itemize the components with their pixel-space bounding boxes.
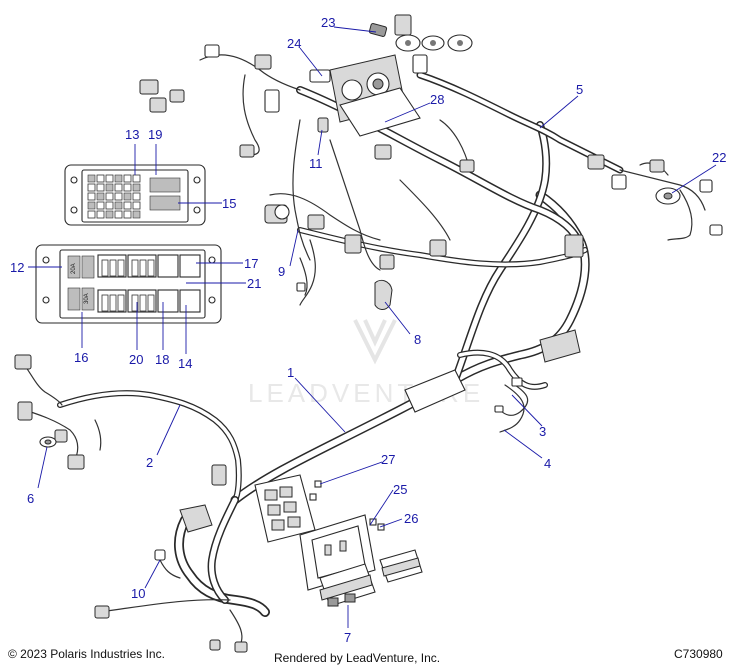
relay-pin-slot xyxy=(139,259,147,277)
callout-12: 12 xyxy=(10,260,24,275)
fuse-slot xyxy=(105,201,114,210)
fuse-slot xyxy=(105,192,114,201)
fuse-slot xyxy=(105,210,114,219)
fuse-box-lower: 20A 30A xyxy=(35,244,222,324)
fuse-slot xyxy=(132,210,141,219)
fuse-slot xyxy=(114,201,123,210)
fuse-slot xyxy=(114,174,123,183)
callout-24: 24 xyxy=(287,36,301,51)
fuse-box-upper xyxy=(64,164,206,226)
fuse-slot xyxy=(87,192,96,201)
fuse-slot xyxy=(96,183,105,192)
upper-connectors xyxy=(139,14,723,270)
fuse-slot xyxy=(96,201,105,210)
relay-pin-slot xyxy=(117,259,125,277)
bulkhead-plate xyxy=(329,54,421,137)
callout-6: 6 xyxy=(27,491,34,506)
relay-pin-slot xyxy=(131,259,139,277)
callout-19: 19 xyxy=(148,127,162,142)
fuse-slot xyxy=(123,210,132,219)
fuse-label-30a: 30A xyxy=(84,293,90,304)
callout-25: 25 xyxy=(393,482,407,497)
relay-pin-slot xyxy=(101,294,109,312)
fuse-slot xyxy=(132,192,141,201)
parts-3-4 xyxy=(494,377,529,416)
callout-5: 5 xyxy=(576,82,583,97)
fuse-label-20a: 20A xyxy=(71,263,77,274)
callout-4: 4 xyxy=(544,456,551,471)
fuse-slot xyxy=(114,210,123,219)
diagram-id: C730980 xyxy=(674,647,723,661)
sub-harness-2 xyxy=(14,354,242,503)
callout-28: 28 xyxy=(430,92,444,107)
callout-18: 18 xyxy=(155,352,169,367)
fuse-slot xyxy=(87,201,96,210)
part-8-bracket xyxy=(374,279,393,310)
callout-27: 27 xyxy=(381,452,395,467)
copyright-text: © 2023 Polaris Industries Inc. xyxy=(8,647,165,661)
main-harness xyxy=(230,71,624,505)
fuse-slot xyxy=(87,210,96,219)
callout-14: 14 xyxy=(178,356,192,371)
callout-10: 10 xyxy=(131,586,145,601)
callout-26: 26 xyxy=(404,511,418,526)
callout-21: 21 xyxy=(247,276,261,291)
fuse-slot xyxy=(105,183,114,192)
grommets xyxy=(368,23,473,52)
fuse-slot xyxy=(105,174,114,183)
relay-pin-slot xyxy=(139,294,147,312)
relay-pin-slot xyxy=(147,294,155,312)
fuse-slot xyxy=(96,210,105,219)
fuse-slot xyxy=(114,192,123,201)
fuse-slot xyxy=(87,174,96,183)
relay-pin-slot xyxy=(109,259,117,277)
part-9-connector xyxy=(296,257,308,296)
callout-9: 9 xyxy=(278,264,285,279)
callout-8: 8 xyxy=(414,332,421,347)
relay-pin-slot xyxy=(131,294,139,312)
callout-16: 16 xyxy=(74,350,88,365)
callout-3: 3 xyxy=(539,424,546,439)
relay-pin-slot xyxy=(117,294,125,312)
relay-pin-slot xyxy=(147,259,155,277)
fuse-slot xyxy=(132,183,141,192)
relay-pin-slot xyxy=(101,259,109,277)
fuse-slot xyxy=(123,192,132,201)
callout-17: 17 xyxy=(244,256,258,271)
callout-15: 15 xyxy=(222,196,236,211)
fuse-slot xyxy=(96,174,105,183)
fuse-slot xyxy=(132,201,141,210)
leader-lines xyxy=(28,26,717,628)
fuse-slot xyxy=(123,174,132,183)
sub-harness-10 xyxy=(94,496,270,653)
center-relay-cluster xyxy=(254,474,316,543)
rendered-by-text: Rendered by LeadVenture, Inc. xyxy=(274,651,441,665)
callout-7: 7 xyxy=(344,630,351,645)
relay-modules-7 xyxy=(319,549,423,607)
fuse-slot xyxy=(132,174,141,183)
fuse-slot xyxy=(123,183,132,192)
callout-1: 1 xyxy=(287,365,294,380)
relay-pin-slot xyxy=(109,294,117,312)
callout-13: 13 xyxy=(125,127,139,142)
callout-2: 2 xyxy=(146,455,153,470)
callout-labels: 1 2 3 4 5 6 7 8 9 10 11 12 13 14 15 16 1… xyxy=(10,15,726,645)
callout-23: 23 xyxy=(321,15,335,30)
fuse-slot xyxy=(123,201,132,210)
fuse-slot xyxy=(96,192,105,201)
callout-11: 11 xyxy=(309,156,323,171)
fuse-slot xyxy=(87,183,96,192)
callout-20: 20 xyxy=(129,352,143,367)
fuse-slot xyxy=(114,183,123,192)
grommet-6 xyxy=(39,436,57,448)
callout-22: 22 xyxy=(712,150,726,165)
